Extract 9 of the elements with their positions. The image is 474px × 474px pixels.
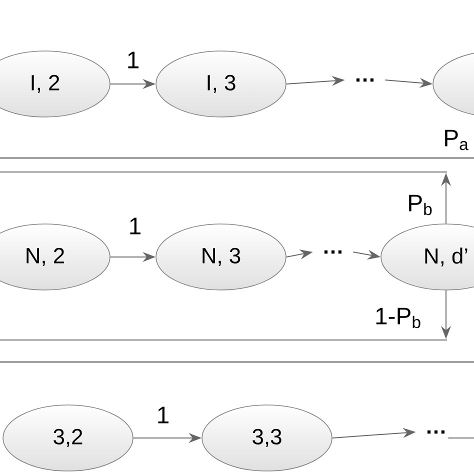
- edge-label: 1: [155, 406, 171, 424]
- edge-label: P$_{b}$: [406, 194, 434, 216]
- ellipsis-text: …: [427, 430, 444, 434]
- ellipsis-text: …: [356, 78, 374, 82]
- edge-label: 1: [125, 50, 141, 70]
- ellipsis-text: …: [324, 250, 342, 254]
- edge-label: 1-P$_{b}$: [374, 306, 423, 330]
- probability-label: P$_{a}$: [445, 130, 468, 150]
- edge-label: 1: [127, 216, 143, 236]
